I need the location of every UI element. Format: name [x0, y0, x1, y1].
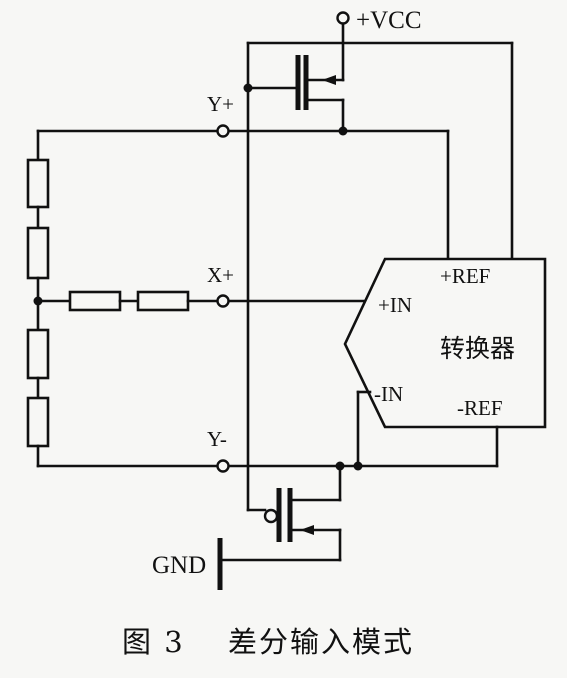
- resistor-rx2: [136, 290, 190, 312]
- resistor-rx1: [68, 290, 122, 312]
- resistor-r4: [26, 396, 50, 448]
- junction-gate-top: [243, 83, 253, 93]
- y-minus-terminal: [216, 459, 230, 473]
- y-minus-label: Y-: [207, 427, 227, 451]
- x-plus-line: [36, 290, 372, 312]
- gnd-label: GND: [152, 552, 206, 579]
- converter-label: 转换器: [440, 335, 515, 363]
- x-plus-terminal: [216, 294, 230, 308]
- resistor-r3: [26, 328, 50, 380]
- in-plus-label: +IN: [378, 293, 412, 317]
- y-plus-line: [36, 129, 450, 264]
- y-plus-terminal: [216, 124, 230, 138]
- figure-number: 图 3: [122, 625, 185, 659]
- y-plus-label: Y+: [207, 92, 234, 116]
- resistor-r1: [26, 158, 50, 209]
- in-minus-line: [356, 390, 372, 468]
- vcc-rail: [246, 20, 514, 512]
- in-minus-label: -IN: [374, 382, 403, 406]
- vcc-label: +VCC: [356, 7, 422, 34]
- converter-block: [343, 257, 547, 429]
- top-mosfet: [246, 55, 345, 133]
- junction-y-minus-b: [353, 461, 363, 471]
- ref-plus-label: +REF: [440, 264, 490, 288]
- resistor-ladder: [26, 129, 50, 468]
- junction-y-plus: [338, 126, 348, 136]
- ref-minus-label: -REF: [457, 396, 503, 420]
- resistor-r2: [26, 226, 50, 280]
- vcc-terminal: [336, 11, 350, 25]
- bottom-mosfet: [218, 464, 342, 562]
- figure-title: 差分输入模式: [228, 625, 414, 659]
- x-plus-label: X+: [207, 263, 234, 287]
